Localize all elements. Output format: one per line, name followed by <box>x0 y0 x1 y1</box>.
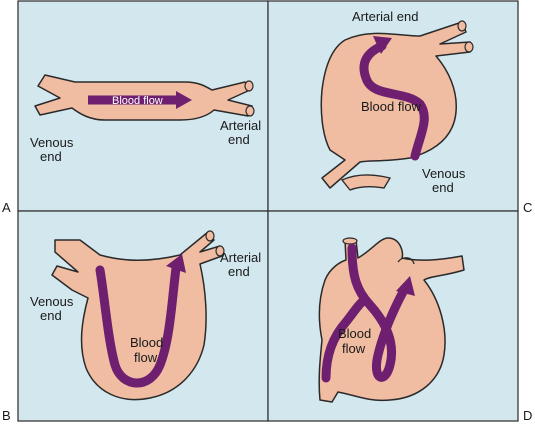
panel-b-arterial-label-2: end <box>228 264 250 279</box>
panel-letter-b: B <box>2 408 11 423</box>
panel-a-flow-label: Blood flow <box>112 95 163 107</box>
panel-letter-c: C <box>523 200 532 215</box>
panel-d-flow-label-2: flow <box>342 341 366 356</box>
panel-b-arterial-label-1: Arterial <box>220 250 261 265</box>
panel-c-venous-label-2: end <box>432 180 454 195</box>
panel-b-venous-label-2: end <box>40 308 62 323</box>
panel-c-flow-label: Blood flow <box>361 99 422 114</box>
panel-a-venous-label-2: end <box>40 149 62 164</box>
panel-a-arterial-label-1: Arterial <box>220 118 261 133</box>
panel-d-flow-label-1: Blood <box>338 326 371 341</box>
panel-b-flow-label-2: flow <box>134 350 158 365</box>
panel-c-venous-label-1: Venous <box>422 166 466 181</box>
panel-b-flow-label-1: Blood <box>130 335 163 350</box>
panel-b-venous-label-1: Venous <box>30 294 74 309</box>
panel-c-arterial-label: Arterial end <box>352 9 418 24</box>
panel-letter-a: A <box>2 200 11 215</box>
panel-a-venous-label-1: Venous <box>30 135 74 150</box>
panel-letter-d: D <box>523 408 532 423</box>
panel-a-arterial-label-2: end <box>228 132 250 147</box>
